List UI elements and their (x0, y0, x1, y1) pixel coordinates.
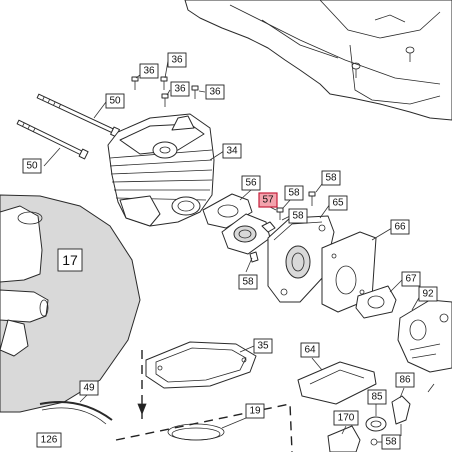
piston-crank-assembly (0, 194, 141, 413)
svg-text:58: 58 (325, 173, 337, 184)
gasket-67 (355, 285, 397, 319)
callout-66[interactable]: 66 (390, 219, 410, 235)
callout-57-highlighted[interactable]: 57 (258, 192, 278, 208)
svg-text:36: 36 (174, 84, 186, 95)
callout-49[interactable]: 49 (79, 380, 99, 396)
callout-36-a[interactable]: 36 (139, 63, 159, 79)
callout-36-d[interactable]: 36 (205, 84, 225, 100)
svg-text:36: 36 (209, 87, 221, 98)
svg-text:67: 67 (405, 274, 417, 285)
callout-50-a[interactable]: 50 (105, 93, 125, 109)
callout-34[interactable]: 34 (222, 143, 242, 159)
svg-text:65: 65 (332, 198, 344, 209)
callout-126[interactable]: 126 (36, 432, 62, 448)
intake-flange (202, 193, 276, 263)
callout-35[interactable]: 35 (253, 338, 273, 354)
svg-text:58: 58 (385, 437, 397, 448)
callout-170[interactable]: 170 (333, 410, 359, 426)
callout-50-b[interactable]: 50 (22, 158, 42, 174)
cylinder (107, 113, 215, 227)
svg-text:64: 64 (304, 345, 316, 356)
dashed-reference-outline (115, 350, 293, 452)
svg-text:92: 92 (422, 289, 434, 300)
svg-text:57: 57 (262, 195, 274, 206)
svg-text:58: 58 (242, 277, 254, 288)
callout-17[interactable]: 17 (57, 248, 83, 272)
long-bolts (16, 93, 120, 160)
callout-36-c[interactable]: 36 (170, 81, 190, 97)
base-gasket-35 (145, 341, 257, 389)
crankcase-housing (184, 0, 452, 121)
callout-58-d[interactable]: 58 (238, 274, 258, 290)
svg-text:49: 49 (83, 383, 95, 394)
svg-text:66: 66 (394, 222, 406, 233)
callout-86[interactable]: 86 (395, 372, 415, 388)
screw-57 (276, 207, 284, 220)
leader-lines (43, 60, 421, 443)
callout-58-a[interactable]: 58 (284, 185, 304, 201)
callout-19[interactable]: 19 (245, 403, 265, 419)
svg-text:17: 17 (62, 252, 78, 268)
callout-65[interactable]: 65 (328, 195, 348, 211)
ring-49 (39, 401, 113, 425)
small-parts-85-86 (365, 383, 435, 446)
callout-58-e[interactable]: 58 (381, 434, 401, 450)
svg-text:36: 36 (143, 66, 155, 77)
ring-19 (167, 423, 225, 441)
callout-56[interactable]: 56 (241, 175, 261, 191)
svg-text:58: 58 (292, 211, 304, 222)
svg-text:85: 85 (371, 392, 383, 403)
callout-58-b[interactable]: 58 (321, 170, 341, 186)
callout-36-b[interactable]: 36 (167, 52, 187, 68)
carburetor-92 (397, 299, 452, 373)
callout-85[interactable]: 85 (367, 389, 387, 405)
callout-67[interactable]: 67 (401, 271, 421, 287)
callout-64[interactable]: 64 (300, 342, 320, 358)
svg-text:58: 58 (288, 188, 300, 199)
callout-58-c[interactable]: 58 (288, 208, 308, 224)
screws-36 (131, 76, 199, 107)
svg-text:170: 170 (338, 413, 355, 424)
svg-text:126: 126 (41, 435, 58, 446)
svg-text:36: 36 (171, 55, 183, 66)
svg-text:50: 50 (109, 96, 121, 107)
callout-92[interactable]: 92 (418, 286, 438, 302)
plate-64 (297, 361, 377, 405)
svg-text:19: 19 (249, 406, 261, 417)
carburetor-flange (267, 215, 335, 303)
screw-58-top (308, 191, 316, 206)
part-170 (327, 425, 361, 452)
svg-text:50: 50 (26, 161, 38, 172)
svg-text:35: 35 (257, 341, 269, 352)
svg-text:86: 86 (399, 375, 411, 386)
svg-text:56: 56 (245, 178, 257, 189)
svg-text:34: 34 (226, 146, 238, 157)
